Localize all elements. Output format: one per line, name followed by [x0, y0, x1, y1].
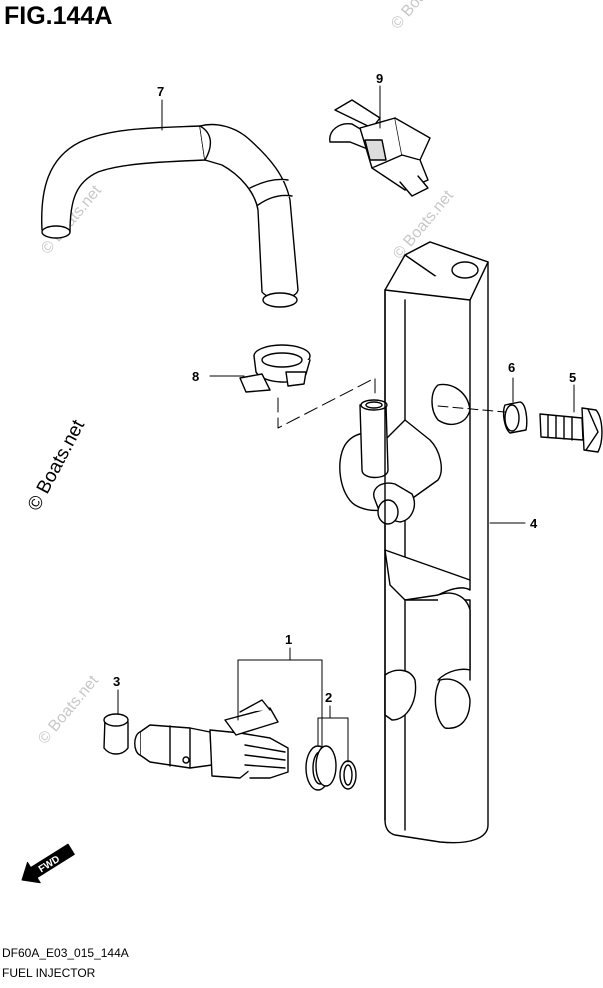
cushion-part-3[interactable]	[103, 713, 129, 755]
callout-6: 6	[508, 360, 515, 375]
fuel-injector-part-1[interactable]	[134, 699, 289, 779]
fuel-hose-part-7[interactable]	[41, 123, 299, 308]
leader-line-1	[237, 647, 323, 749]
fwd-arrow: FWD	[21, 843, 75, 884]
callout-9: 9	[376, 71, 383, 86]
callout-4: 4	[530, 516, 538, 531]
callout-numbers: 7 9 8 6 5 4 3 1 2	[113, 71, 576, 705]
dashed-routing-line	[277, 377, 376, 429]
bolt-part-5[interactable]	[539, 407, 603, 453]
figure-name: FUEL INJECTOR	[2, 966, 96, 980]
watermark: © Boats.net	[388, 0, 455, 33]
dashed-bolt-line	[437, 405, 506, 413]
callout-3: 3	[113, 674, 120, 689]
watermark: © Boats.net	[35, 672, 102, 748]
figure-code: DF60A_E03_015_144A	[2, 946, 129, 960]
fuel-rail-part-4[interactable]	[339, 241, 489, 844]
callout-8: 8	[192, 369, 199, 384]
collar-part-6[interactable]	[502, 401, 528, 434]
leader-line-2	[317, 705, 349, 763]
watermark-prominent: © Boats.net	[24, 416, 90, 514]
hose-clip-part-9[interactable]	[329, 99, 431, 197]
callout-2: 2	[325, 690, 332, 705]
callout-1: 1	[285, 632, 292, 647]
o-ring-set-part-2[interactable]	[305, 745, 357, 791]
callout-7: 7	[157, 84, 164, 99]
leader-lines	[117, 85, 575, 763]
callout-5: 5	[569, 370, 576, 385]
hose-clamp-part-8[interactable]	[239, 344, 311, 393]
figure-title: FIG.144A	[4, 2, 113, 30]
